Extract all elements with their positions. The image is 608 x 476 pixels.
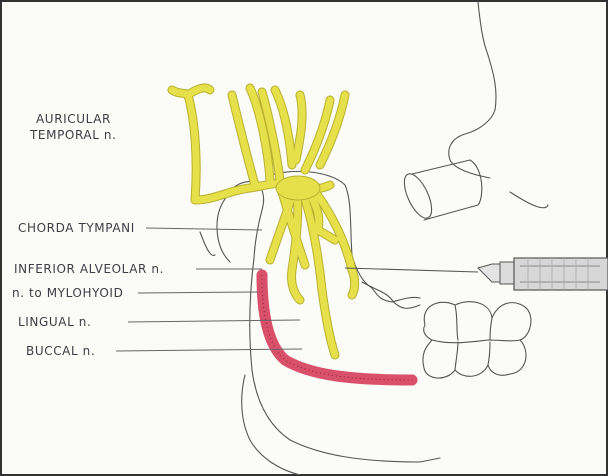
label-auriculotemporal-line2: TEMPORAL n.	[30, 128, 117, 142]
nostril-tube	[399, 160, 482, 222]
label-buccal-nerve: BUCCAL n.	[26, 344, 95, 358]
soft-tissue-wave	[200, 232, 215, 255]
molar-teeth-icon	[423, 302, 531, 378]
syringe-icon	[345, 258, 608, 290]
label-lingual-nerve: LINGUAL n.	[18, 315, 91, 329]
label-nerve-to-mylohyoid: n. to MYLOHYOID	[12, 286, 123, 300]
label-chorda-tympani: CHORDA TYMPANI	[18, 221, 135, 235]
leader-lingual	[128, 320, 300, 322]
leader-chorda-tympani	[146, 228, 262, 230]
lower-jaw-outline	[242, 375, 300, 475]
leader-mylohyoid	[138, 292, 258, 293]
label-auriculotemporal-line1: AURICULAR	[36, 112, 111, 126]
chin-curl	[510, 192, 548, 208]
mylohyoid-muscle	[262, 275, 412, 380]
face-profile-outline	[449, 2, 496, 178]
label-inferior-alveolar-nerve: INFERIOR ALVEOLAR n.	[14, 262, 164, 276]
gum-line	[362, 282, 420, 308]
